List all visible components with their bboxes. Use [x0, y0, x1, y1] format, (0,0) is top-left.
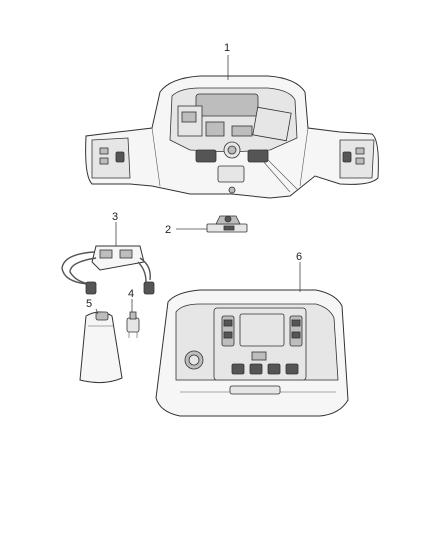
leader-lines: [95, 55, 301, 315]
callout-5: 5: [86, 298, 92, 310]
callout-3: 3: [112, 211, 118, 223]
callout-2: 2: [165, 224, 171, 236]
callout-1: 1: [224, 42, 230, 54]
part-4-bulb: [126, 311, 140, 338]
part-1-overhead-console: [85, 75, 379, 199]
callout-6: 6: [296, 251, 302, 263]
callout-4: 4: [128, 288, 134, 300]
part-2-sensor: [206, 215, 248, 233]
part-6-overhead-console: [155, 289, 349, 417]
part-5-lens: [79, 311, 123, 384]
part-3-module-harness: [61, 245, 155, 295]
